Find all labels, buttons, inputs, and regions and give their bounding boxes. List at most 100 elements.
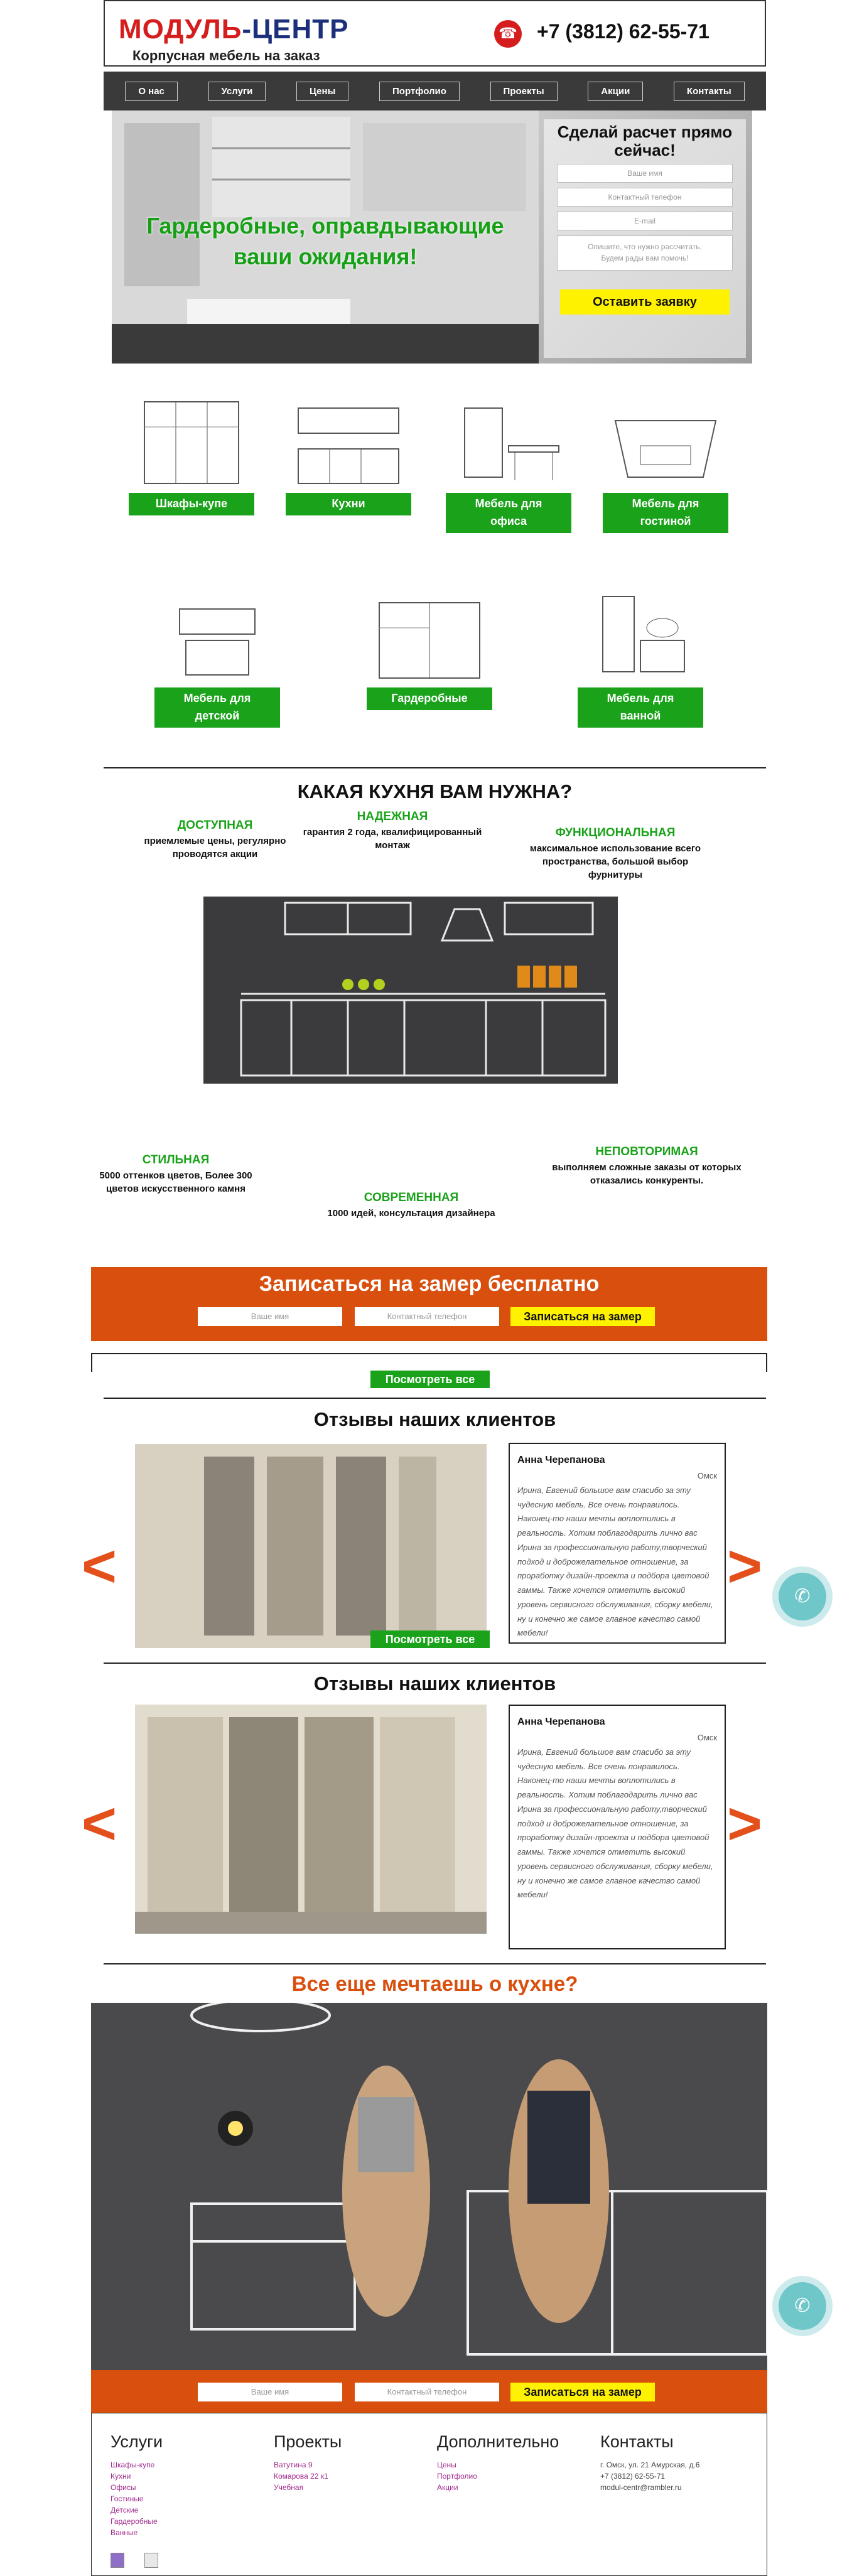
reviewer-name: Анна Черепанова (517, 1716, 605, 1727)
comment-placeholder-line1: Опишите, что нужно рассчитать. (588, 242, 702, 252)
logo[interactable]: МОДУЛЬ-ЦЕНТР (119, 14, 349, 45)
comment-placeholder-line2: Будем рады вам помочь! (601, 254, 689, 263)
calc-form: Сделай расчет прямо сейчас! Ваше имя Кон… (544, 119, 746, 358)
category-label-line1: Мебель для (632, 497, 699, 510)
stats-badge-icon[interactable] (144, 2553, 158, 2568)
footer-link[interactable]: Кухни (111, 2472, 131, 2481)
see-all-button[interactable]: Посмотреть все (370, 1371, 490, 1388)
footer-heading: Проекты (274, 2432, 342, 2451)
nav-item-contacts[interactable]: Контакты (673, 81, 745, 101)
slogan: Корпусная мебель на заказ (132, 48, 320, 63)
footer-link[interactable]: Комарова 22 к1 (274, 2472, 328, 2481)
review-photo (135, 1444, 487, 1648)
category-label: Шкафы-купе (129, 493, 254, 515)
dream-submit-button[interactable]: Записаться на замер (510, 2383, 655, 2401)
category-label: Мебель для детской (154, 687, 280, 728)
measure-phone-field[interactable]: Контактный телефон (355, 1307, 499, 1326)
hero-title-line2: ваши ожидания! (233, 243, 418, 269)
feature-title: ДОСТУПНАЯ (177, 819, 253, 832)
footer-heading: Услуги (111, 2432, 163, 2451)
feature-reliable: НАДЕЖНАЯ гарантия 2 года, квалифицирован… (301, 809, 483, 852)
divider (104, 767, 766, 768)
footer-link[interactable]: Цены (437, 2460, 456, 2469)
reviews-title: Отзывы наших клиентов (313, 1673, 556, 1695)
reviews-title: Отзывы наших клиентов (313, 1408, 556, 1430)
category-wardrobes[interactable]: Шкафы-купе (129, 396, 254, 515)
dream-name-field[interactable]: Ваше имя (198, 2383, 342, 2401)
calc-email-field[interactable]: E-mail (557, 212, 733, 231)
feature-text: максимальное использование всего простра… (529, 843, 701, 880)
measure-submit-button[interactable]: Записаться на замер (510, 1307, 655, 1326)
footer-email[interactable]: modul-centr@rambler.ru (600, 2483, 682, 2492)
footer-link[interactable]: Портфолио (437, 2472, 477, 2481)
submit-request-button[interactable]: Оставить заявку (560, 289, 730, 315)
category-label-line1: Кухни (332, 497, 365, 510)
callback-phone-icon[interactable]: ✆ (779, 2282, 826, 2330)
counter-badge-icon[interactable] (111, 2553, 124, 2568)
bathroom-sketch-icon (602, 596, 685, 672)
feature-text: выполняем сложные заказы от которых отка… (552, 1161, 742, 1186)
nav-item-promotions[interactable]: Акции (588, 81, 644, 101)
calc-name-field[interactable]: Ваше имя (557, 164, 733, 183)
kitchen-section-title: КАКАЯ КУХНЯ ВАМ НУЖНА? (297, 780, 573, 802)
open-wardrobe-photo (135, 1705, 487, 1934)
nav-item-portfolio[interactable]: Портфолио (379, 81, 460, 101)
calc-comment-field[interactable]: Опишите, что нужно рассчитать. Будем рад… (557, 235, 733, 271)
footer-services: Услуги Шкафы-купе Кухни Офисы Гостиные Д… (111, 2432, 267, 2538)
logo-separator: - (242, 14, 252, 45)
footer-link[interactable]: Учебная (274, 2483, 304, 2492)
footer-heading: Дополнительно (437, 2432, 559, 2451)
footer-link[interactable]: Ванные (111, 2528, 138, 2537)
footer-link[interactable]: Офисы (111, 2483, 136, 2492)
category-label-line1: Мебель для (183, 692, 251, 704)
category-label-line1: Мебель для (607, 692, 674, 704)
footer-link[interactable]: Акции (437, 2483, 458, 2492)
chalkboard-kitchen-illustration (203, 897, 618, 1084)
nav-item-about[interactable]: О нас (125, 81, 178, 101)
dream-phone-field[interactable]: Контактный телефон (355, 2383, 499, 2401)
category-label-line2: детской (195, 709, 240, 722)
category-label-line1: Гардеробные (391, 692, 468, 704)
kitchen-sketch-icon (298, 407, 399, 484)
header-phone[interactable]: +7 (3812) 62-55-71 (537, 20, 709, 43)
calc-form-title: Сделай расчет прямо сейчас! (557, 122, 733, 159)
divider (104, 1663, 766, 1664)
measure-name-field[interactable]: Ваше имя (198, 1307, 342, 1326)
office-sketch-icon (464, 407, 559, 480)
footer-link[interactable]: Гардеробные (111, 2517, 158, 2526)
footer-link[interactable]: Гостиные (111, 2494, 144, 2503)
footer-link[interactable]: Детские (111, 2506, 139, 2514)
reviews-next-arrow-icon[interactable]: > (727, 1790, 763, 1857)
category-label: Гардеробные (367, 687, 492, 710)
callback-phone-icon[interactable]: ✆ (779, 1573, 826, 1620)
portfolio-strip (91, 1353, 767, 1372)
main-nav: О нас Услуги Цены Портфолио Проекты Акци… (104, 72, 766, 110)
calc-phone-field[interactable]: Контактный телефон (557, 188, 733, 207)
reviews-next-arrow-icon[interactable]: > (727, 1533, 763, 1600)
wardrobe-photo (112, 110, 539, 364)
see-all-button[interactable]: Посмотреть все (370, 1630, 490, 1648)
footer-phone[interactable]: +7 (3812) 62-55-71 (600, 2472, 666, 2481)
nav-item-projects[interactable]: Проекты (490, 81, 558, 101)
feature-text: 1000 идей, консультация дизайнера (327, 1207, 495, 1219)
reviews-prev-arrow-icon[interactable]: < (82, 1790, 117, 1857)
reviewer-city: Омск (697, 1733, 717, 1742)
nav-item-services[interactable]: Услуги (208, 81, 266, 101)
feature-title: СОВРЕМЕННАЯ (364, 1191, 459, 1204)
category-kids[interactable]: Мебель для детской (154, 590, 280, 728)
site-footer: Услуги Шкафы-купе Кухни Офисы Гостиные Д… (91, 2413, 767, 2576)
free-measure-title: Записаться на замер бесплатно (259, 1272, 600, 1296)
footer-link[interactable]: Ватутина 9 (274, 2460, 313, 2469)
dream-kitchen-photo (91, 2003, 767, 2370)
category-dressing-rooms[interactable]: Гардеробные (367, 590, 492, 710)
review-text: Ирина, Евгений большое вам спасибо за эт… (517, 1747, 713, 1900)
nav-item-prices[interactable]: Цены (296, 81, 349, 101)
hero-title-line1: Гардеробные, оправдывающие (146, 213, 504, 239)
kids-room-sketch-icon (179, 608, 256, 676)
footer-link[interactable]: Шкафы-купе (111, 2460, 155, 2469)
reviews-prev-arrow-icon[interactable]: < (82, 1533, 117, 1600)
category-kitchens[interactable]: Кухни (286, 396, 411, 515)
